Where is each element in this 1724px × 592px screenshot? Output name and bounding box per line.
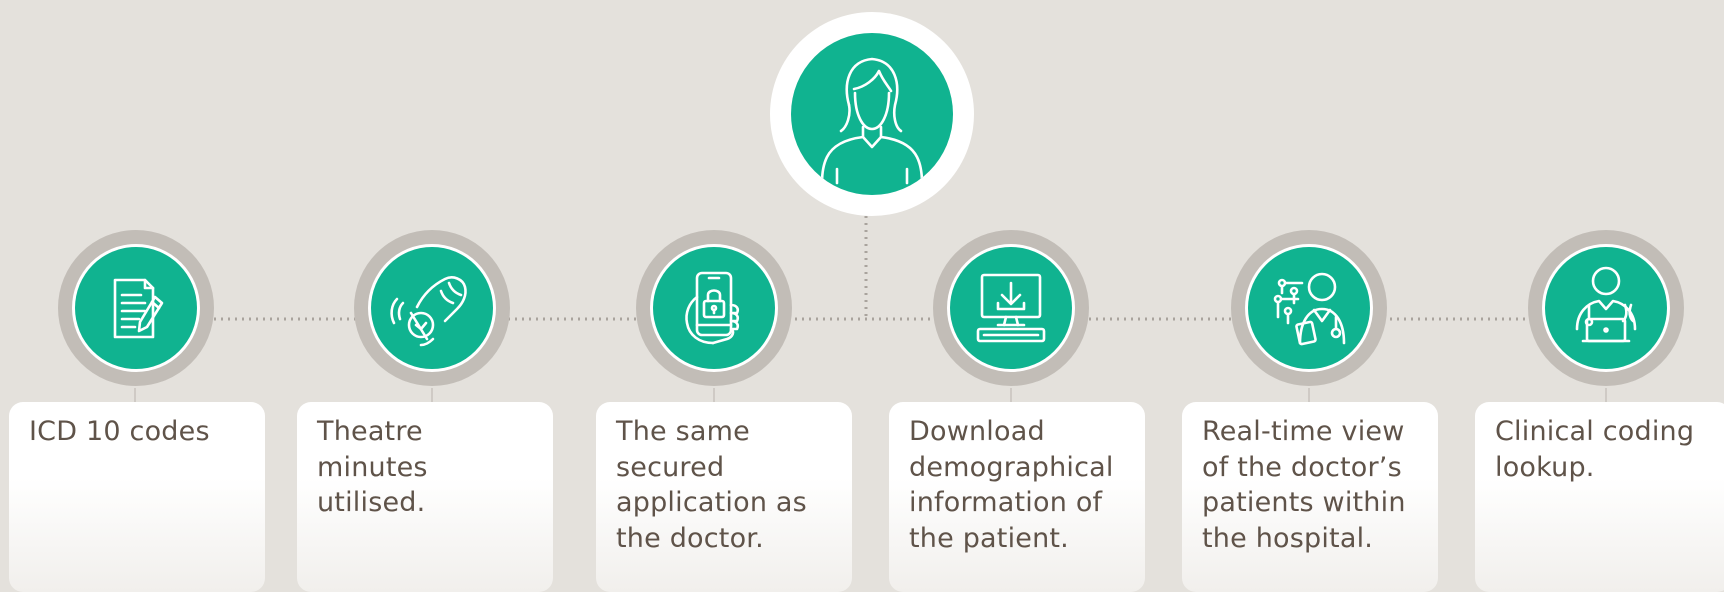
step-card-2: Theatre minutes utilised.: [297, 402, 553, 592]
step-card-text: Real-time view of the doctor’s patients …: [1202, 416, 1406, 554]
step-node-4: [933, 230, 1089, 386]
step-card-3: The same secured application as the doct…: [596, 402, 852, 592]
step-node-2: [354, 230, 510, 386]
step-card-text: ICD 10 codes: [29, 416, 210, 447]
step-node-3: [636, 230, 792, 386]
woman-avatar-icon: [820, 57, 924, 185]
hub-node: [770, 12, 974, 216]
step-node-5: [1231, 230, 1387, 386]
step-node-1: [58, 230, 214, 386]
secure-phone-icon: [685, 271, 740, 345]
step-card-text: The same secured application as the doct…: [616, 416, 807, 554]
step-card-1: ICD 10 codes: [9, 402, 265, 592]
step-card-text: Clinical coding lookup.: [1495, 416, 1695, 483]
workflow-diagram: ICD 10 codes Theatre minutes utilised. T…: [9, 12, 1724, 592]
step-icon-circle: [1545, 247, 1667, 369]
hub-icon-circle: [791, 33, 953, 195]
step-icon-circle: [371, 247, 493, 369]
step-card-5: Real-time view of the doctor’s patients …: [1182, 402, 1438, 592]
doctor-laptop-icon: [1575, 266, 1637, 343]
computer-download-icon: [976, 273, 1046, 343]
step-card-4: Download demographical information of th…: [889, 402, 1145, 592]
document-edit-icon: [113, 278, 164, 339]
step-icon-circle: [1248, 247, 1370, 369]
step-card-text: Download demographical information of th…: [909, 416, 1114, 554]
step-icon-circle: [653, 247, 775, 369]
smartwatch-wrist-icon: [390, 276, 467, 347]
step-node-6: [1528, 230, 1684, 386]
step-card-6: Clinical coding lookup.: [1475, 402, 1724, 592]
step-icon-circle: [75, 247, 197, 369]
step-icon-circle: [950, 247, 1072, 369]
step-card-text: Theatre minutes utilised.: [317, 416, 428, 518]
doctor-network-icon: [1273, 272, 1346, 346]
